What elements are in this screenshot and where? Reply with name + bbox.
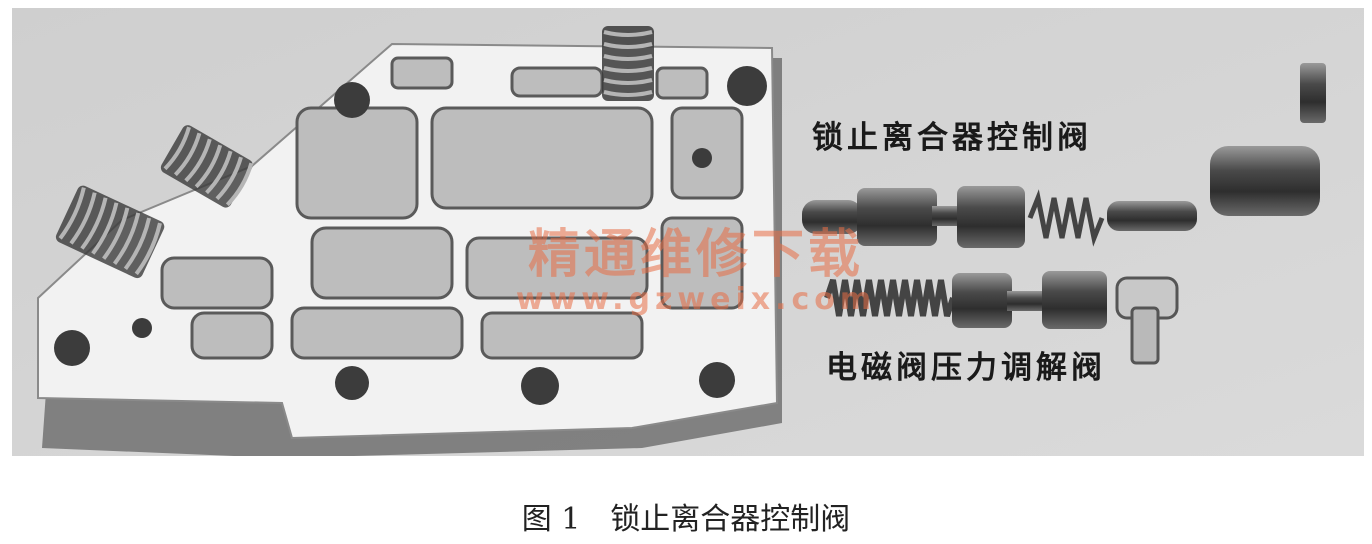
lockup-valve-parts [802,63,1326,248]
figure-caption-text: 锁止离合器控制阀 [610,502,851,537]
valve-channels [160,56,744,360]
lockup-clutch-valve-label: 锁止离合器控制阀 [812,120,1092,156]
valve-body-illustration [12,8,1364,456]
valve-body-photo [12,8,1364,456]
solenoid-regulator-parts [824,271,1179,365]
figure-caption: 图 1 锁止离合器控制阀 [0,494,1372,538]
bolt-holes [54,66,767,405]
solenoid-pressure-valve-label: 电磁阀压力调解阀 [826,350,1106,386]
valve-body-springs [55,26,654,279]
figure-number: 图 1 [521,502,581,537]
